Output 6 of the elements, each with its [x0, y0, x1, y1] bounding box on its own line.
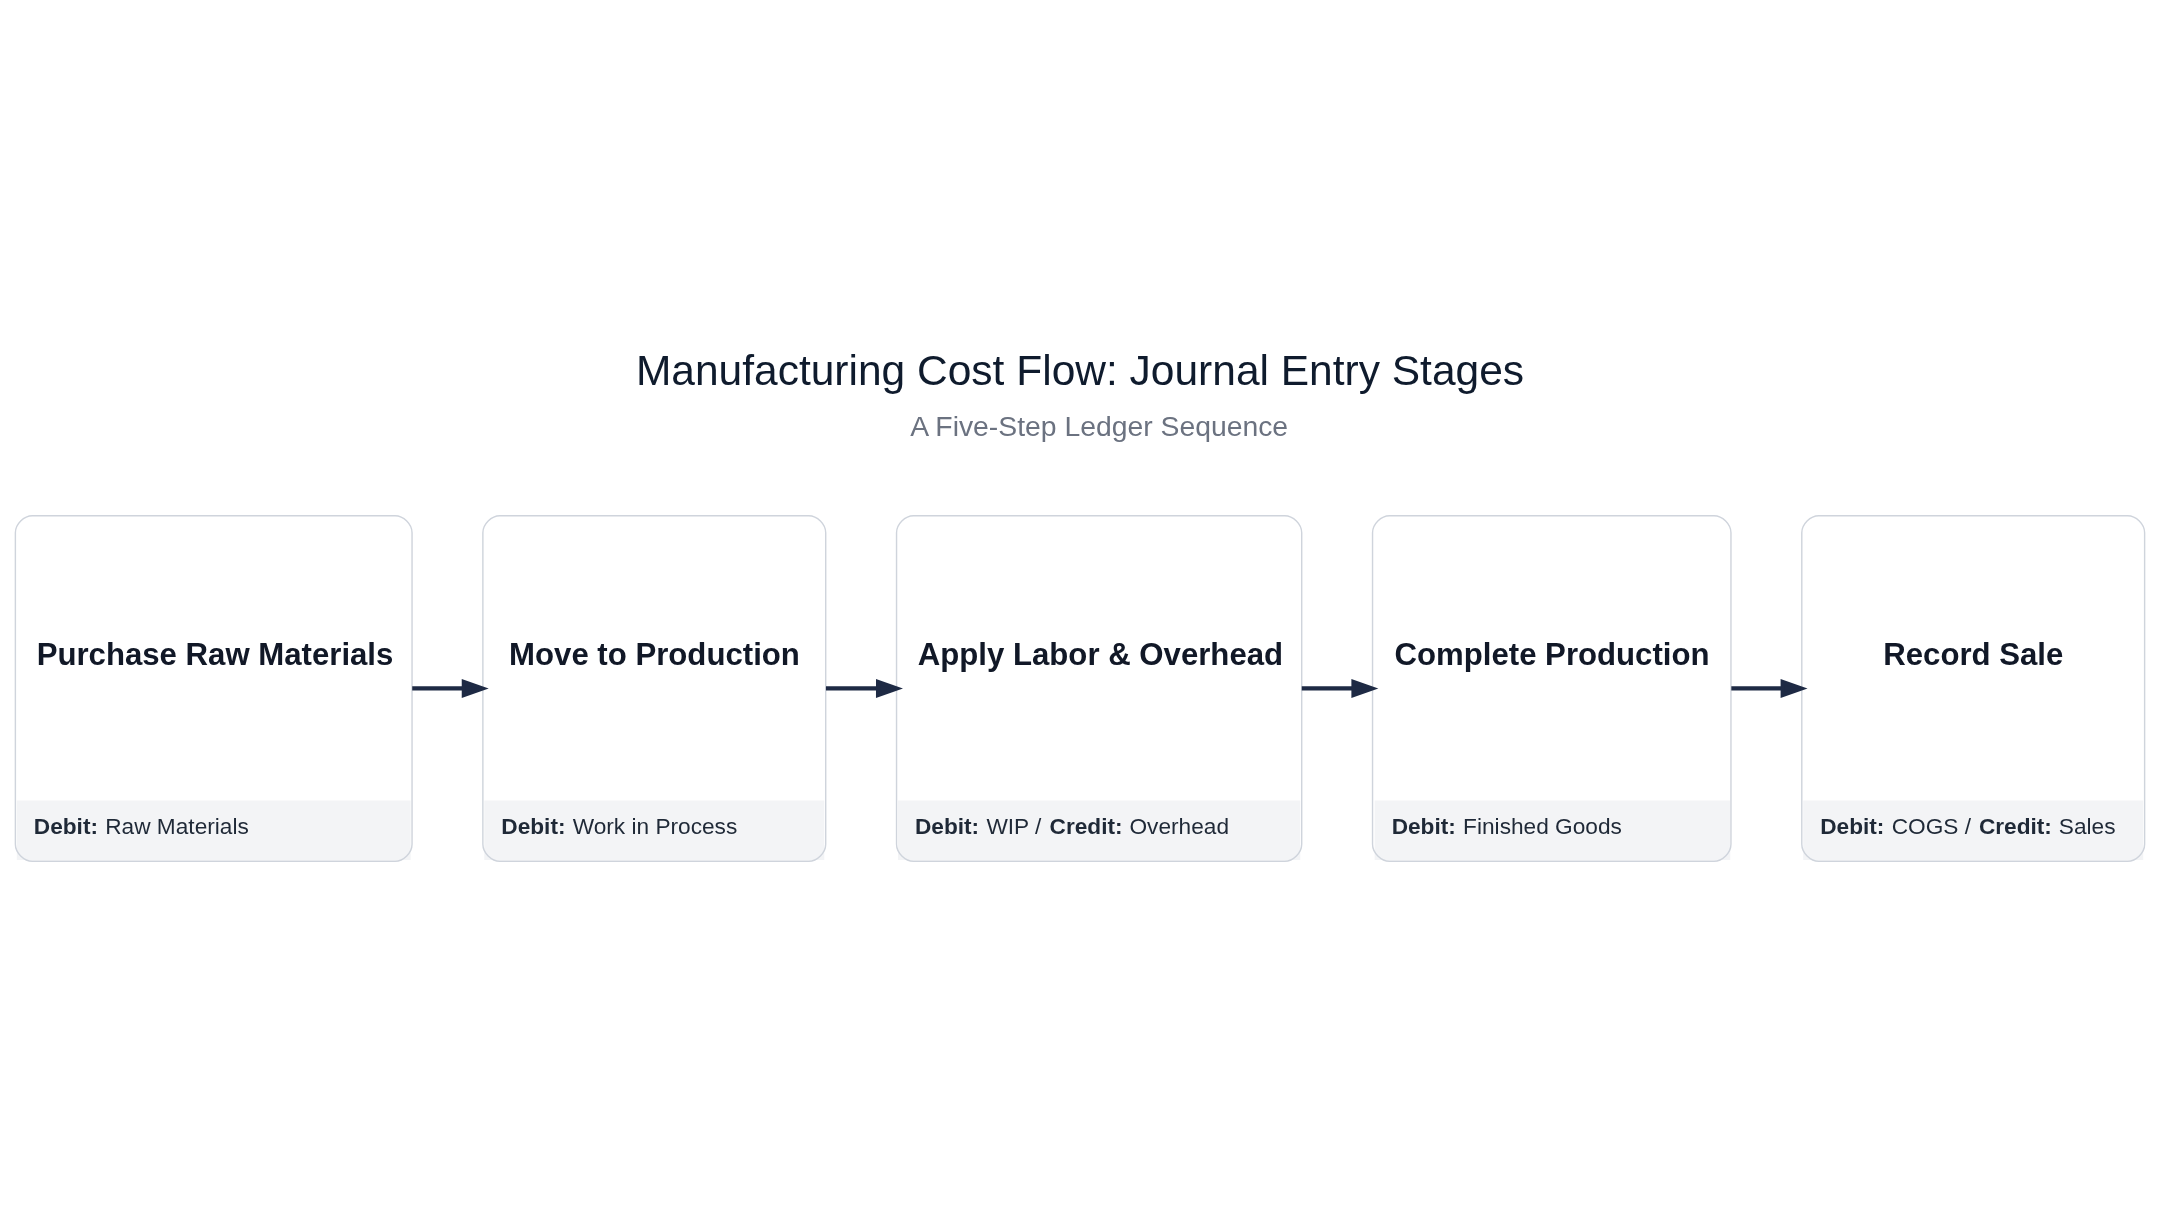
arrow — [1301, 678, 1379, 698]
label: A Five-Step Ledger Sequence — [910, 409, 1289, 442]
arrow — [1731, 678, 1808, 698]
diagram-title: Manufacturing Cost Flow: Journal Entry Stages — [635, 346, 1525, 394]
arrow — [825, 678, 903, 698]
arrow — [412, 678, 489, 698]
